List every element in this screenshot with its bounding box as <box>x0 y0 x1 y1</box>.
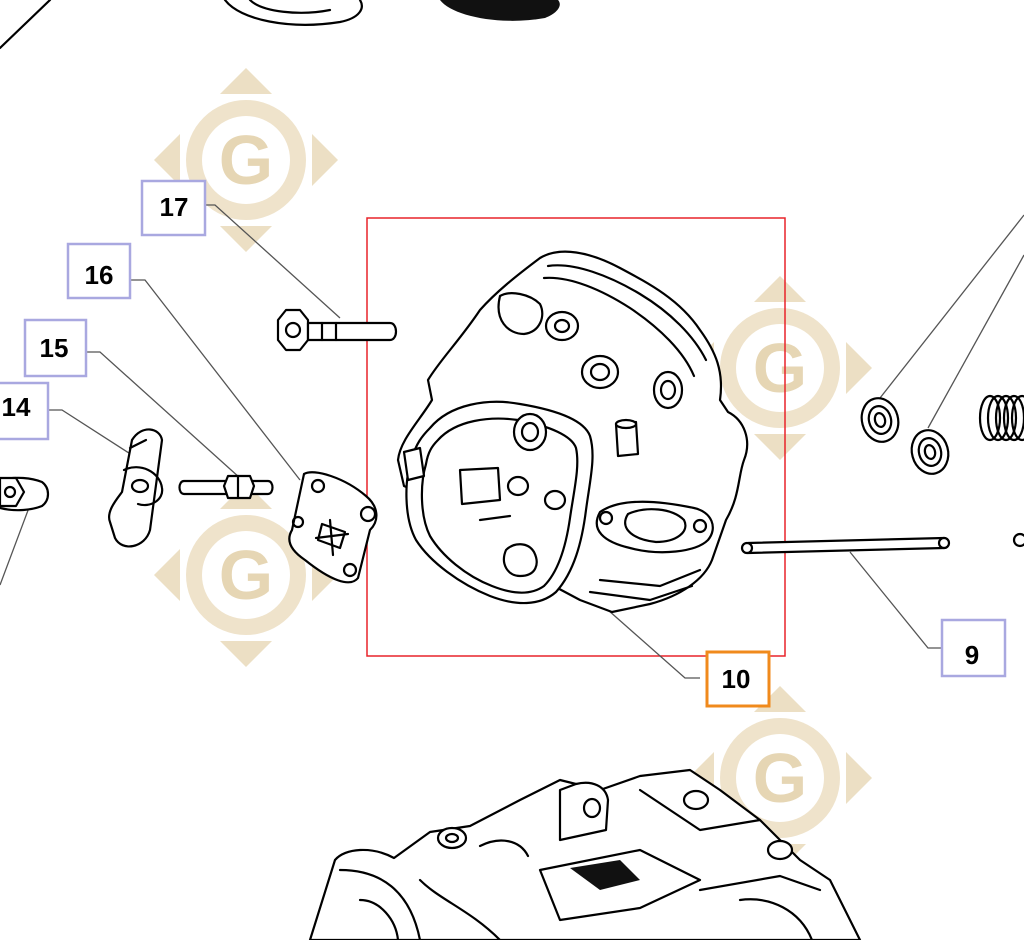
callout-label: 10 <box>722 664 751 694</box>
callout-label: 14 <box>2 392 31 422</box>
selected-part-highlight <box>366 217 786 657</box>
valve-retainers <box>860 397 950 475</box>
part-15-stud <box>178 474 274 500</box>
callout-label: 16 <box>85 260 114 290</box>
callout-label: 9 <box>965 640 979 670</box>
callout-16[interactable]: 16 <box>66 242 132 300</box>
callout-label: 17 <box>160 192 189 222</box>
callout-17[interactable]: 17 <box>140 179 207 237</box>
valve-spring <box>978 394 1024 548</box>
part-17-bolt <box>276 308 398 352</box>
part-10-cylinder-head <box>396 250 749 614</box>
part-16-gasket <box>288 471 378 584</box>
callout-14[interactable]: 14 <box>0 381 50 441</box>
left-partial-nut <box>0 476 50 512</box>
part-9-push-rod <box>740 536 951 555</box>
top-partial-part <box>0 0 560 50</box>
engine-block-partial <box>308 768 862 940</box>
callout-10[interactable]: 10 <box>705 650 771 708</box>
callout-label: 15 <box>40 333 69 363</box>
callout-15[interactable]: 15 <box>23 318 88 378</box>
callout-9[interactable]: 9 <box>940 618 1007 678</box>
leader-lines <box>0 204 1024 679</box>
part-14-rocker-arm <box>108 428 164 548</box>
